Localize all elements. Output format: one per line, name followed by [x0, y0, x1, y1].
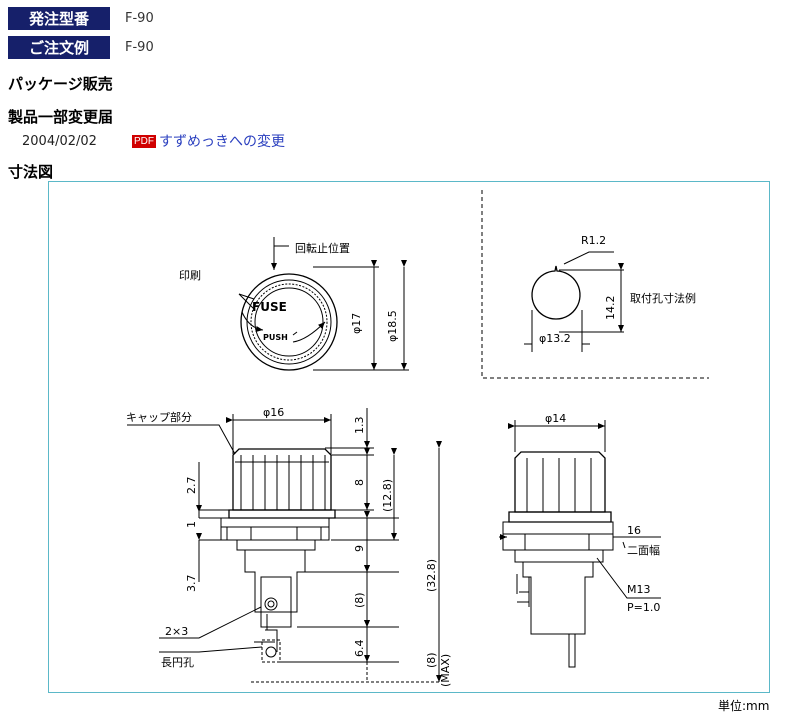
notice-date: 2004/02/02: [22, 133, 97, 149]
dim-1: 1: [185, 521, 198, 528]
dim-32-8: (32.8): [425, 559, 438, 592]
dia14-label: φ14: [545, 412, 566, 425]
dim-12-8: (12.8): [381, 479, 394, 512]
two-by-three-label: 2×3: [165, 625, 188, 638]
dia16-label: φ16: [263, 406, 284, 419]
dim-max: (MAX): [439, 654, 452, 687]
dia13-2-label: φ13.2: [539, 332, 571, 345]
dim-8-paren: (8): [353, 592, 366, 608]
change-notice-row: 2004/02/02 PDF すずめっきへの変更: [22, 131, 285, 151]
model-number-label: 発注型番: [8, 7, 110, 30]
print-label: 印刷: [179, 269, 201, 282]
dim-1-3: 1.3: [353, 417, 366, 435]
dimension-drawing-heading: 寸法図: [8, 163, 54, 181]
unit-label: 単位:mm: [718, 699, 770, 713]
side-view: [127, 408, 442, 683]
cap-part-label: キャップ部分: [126, 410, 192, 424]
dim-3-7: 3.7: [185, 575, 198, 593]
long-hole-label: 長円孔: [161, 656, 194, 669]
dim-9: 9: [353, 545, 366, 552]
dimension-drawing-frame: 回転止位置 印刷 FUSE PUSH φ17 φ18.5 R1.2 14.2 取…: [48, 181, 770, 693]
dia18-5-label: φ18.5: [386, 310, 399, 342]
pitch-label: P=1.0: [627, 601, 660, 614]
dim-6-4: 6.4: [353, 640, 366, 658]
order-example-value: F-90: [125, 40, 154, 55]
front-view: [499, 420, 661, 668]
model-number-value: F-90: [125, 11, 154, 26]
order-example-label: ご注文例: [8, 36, 110, 59]
m13-label: M13: [627, 583, 651, 596]
dia17-label: φ17: [350, 313, 363, 334]
rotation-stop-label: 回転止位置: [295, 241, 350, 255]
order-example-row: ご注文例 F-90: [8, 36, 154, 59]
package-sale-heading: パッケージ販売: [8, 75, 113, 93]
top-view: [238, 237, 409, 371]
dim-8-max: (8): [425, 652, 438, 668]
separator-line: [481, 190, 709, 379]
dimension-drawing: 回転止位置 印刷 FUSE PUSH φ17 φ18.5 R1.2 14.2 取…: [126, 190, 709, 687]
change-notice-heading: 製品一部変更届: [8, 108, 114, 126]
mounting-hole-view: [524, 251, 624, 352]
two-face-width-label: 二面幅: [627, 544, 660, 557]
dim-8: 8: [353, 479, 366, 486]
tin-plating-change-link[interactable]: すずめっきへの変更: [159, 134, 285, 150]
flat-16-label: 16: [627, 524, 641, 537]
fuse-text: FUSE: [252, 300, 287, 314]
r1-2-label: R1.2: [581, 234, 606, 247]
hole-height-label: 14.2: [604, 296, 617, 321]
dim-2-7: 2.7: [185, 477, 198, 495]
pdf-icon: PDF: [132, 134, 156, 148]
mounting-hole-label: 取付孔寸法例: [630, 291, 696, 305]
model-number-row: 発注型番 F-90: [8, 7, 154, 30]
push-text: PUSH: [263, 333, 288, 342]
